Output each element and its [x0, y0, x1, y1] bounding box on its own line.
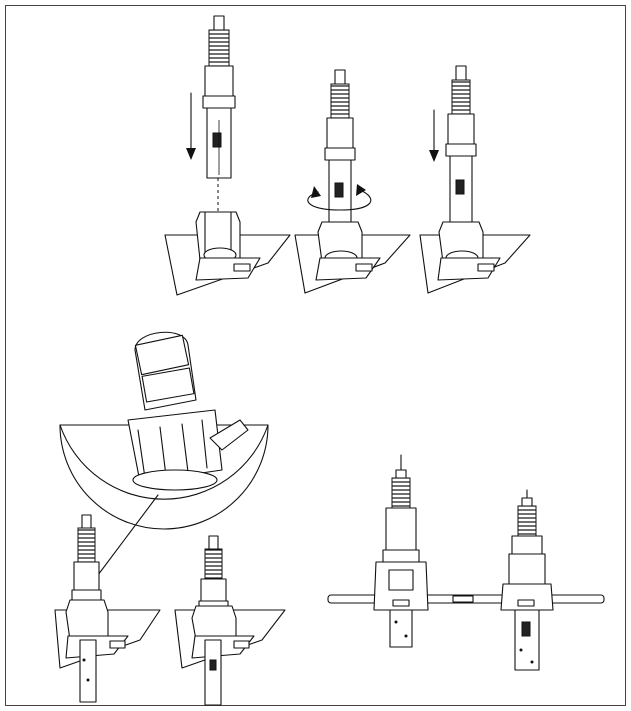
sensor-probe	[71, 514, 102, 603]
arrow-down-icon	[186, 92, 196, 160]
sensor-on-crossbar-back	[500, 489, 554, 671]
sensor-probe	[202, 15, 236, 179]
step-push-down-sensor	[419, 65, 531, 294]
magnified-clip	[127, 409, 249, 491]
detail-magnified-clip	[59, 331, 269, 576]
clip-holder	[191, 605, 255, 706]
step-insert-sensor	[164, 15, 291, 296]
figure-frame	[5, 5, 626, 706]
clip-holder	[195, 211, 261, 281]
step-rotate-sensor	[294, 69, 411, 294]
clip-holder	[315, 221, 381, 281]
sensor-probe	[324, 69, 356, 231]
magnified-probe	[134, 331, 197, 411]
crossbar-view	[327, 454, 605, 671]
clip-holder	[437, 221, 501, 281]
sensor-probe	[198, 535, 229, 612]
sensor-on-crossbar-front	[373, 454, 429, 648]
sensor-mounted-on-sheet-back	[174, 535, 286, 706]
leader-line	[97, 494, 159, 576]
rotate-arrow-icon	[307, 184, 372, 211]
sensor-probe	[445, 65, 477, 231]
clip-holder	[65, 599, 129, 703]
sensor-mounted-on-sheet	[54, 514, 161, 703]
arrow-down-icon	[429, 109, 439, 162]
